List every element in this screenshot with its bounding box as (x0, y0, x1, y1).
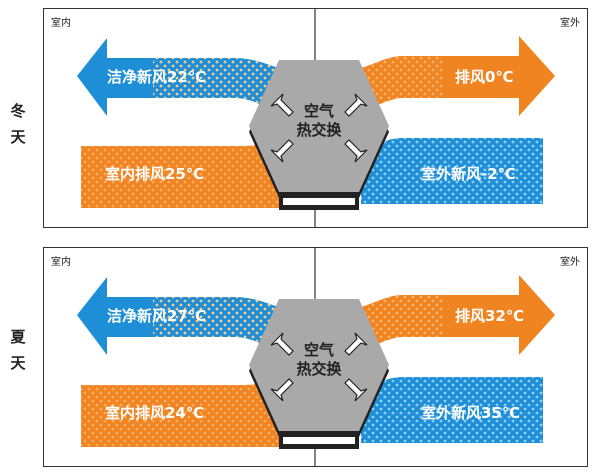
core-label-line1: 空气 (303, 102, 334, 120)
winter-diagram-graphic (43, 8, 588, 228)
core-arrow-top-left (270, 93, 294, 117)
exhaust-arrow (361, 36, 555, 116)
core-label-line1: 空气 (303, 341, 334, 359)
outdoor-label: 室外 (560, 257, 580, 268)
outdoor-fresh-stream (361, 377, 543, 443)
exhaust-label: 排风32℃ (455, 307, 525, 325)
season-label-winter-1: 冬 (10, 102, 26, 120)
supply-air-label: 洁净新风27℃ (107, 307, 207, 325)
indoor-exhaust-stream (81, 375, 293, 447)
core-arrow-bottom-left (270, 378, 294, 402)
winter-panel: 室内 室外 洁净新风22℃ 排风0℃ 室内排风25℃ 室外新风-2℃ 空气 热交… (43, 8, 588, 228)
heat-exchange-core (249, 299, 389, 449)
indoor-exhaust-label: 室内排风24℃ (105, 404, 205, 422)
supply-air-arrow (77, 277, 293, 357)
season-label-summer-1: 夏 (10, 328, 26, 346)
supply-air-arrow (77, 38, 293, 118)
indoor-label: 室内 (51, 18, 71, 29)
summer-panel: 室内 室外 洁净新风27℃ 排风32℃ 室内排风24℃ 室外新风35℃ 空气 热… (43, 247, 588, 467)
core-arrow-bottom-left (270, 139, 294, 163)
season-label-summer-2: 天 (10, 354, 26, 372)
outdoor-fresh-label: 室外新风35℃ (421, 404, 521, 422)
outdoor-fresh-label: 室外新风-2℃ (421, 165, 516, 183)
core-label: 空气 热交换 (279, 341, 359, 379)
supply-air-label: 洁净新风22℃ (107, 68, 207, 86)
core-arrow-bottom-right (344, 139, 368, 163)
outdoor-fresh-stream (361, 138, 543, 204)
core-arrow-top-right (344, 332, 368, 356)
indoor-label: 室内 (51, 257, 71, 268)
core-arrow-top-right (344, 93, 368, 117)
outdoor-label: 室外 (560, 18, 580, 29)
exhaust-arrow (361, 275, 555, 355)
core-label: 空气 热交换 (279, 102, 359, 140)
heat-exchange-core (249, 60, 389, 210)
indoor-exhaust-stream (81, 136, 293, 208)
season-label-winter-2: 天 (10, 128, 26, 146)
core-arrow-top-left (270, 332, 294, 356)
core-label-line2: 热交换 (296, 121, 342, 139)
core-label-line2: 热交换 (296, 360, 342, 378)
exhaust-label: 排风0℃ (455, 68, 514, 86)
indoor-exhaust-label: 室内排风25℃ (105, 165, 205, 183)
core-arrow-bottom-right (344, 378, 368, 402)
summer-diagram-graphic (43, 247, 588, 467)
